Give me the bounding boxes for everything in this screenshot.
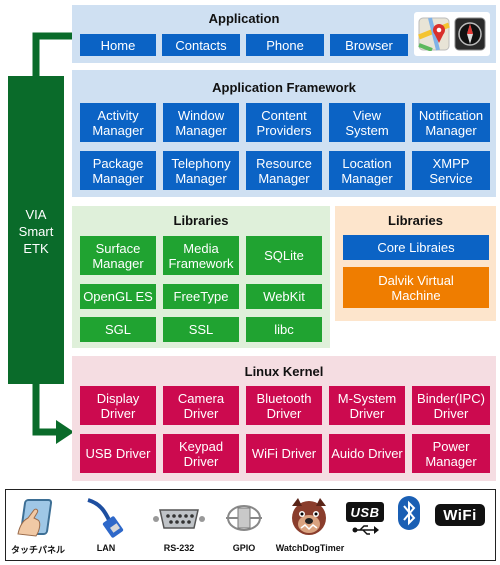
hw-label-gpio: GPIO bbox=[232, 543, 256, 553]
gpio-icon bbox=[226, 505, 262, 531]
etk-bottom-arrow bbox=[32, 380, 58, 436]
lib-surface-manager: Surface Manager bbox=[80, 236, 156, 275]
bluetooth-icon bbox=[398, 496, 420, 530]
fw-notification-manager: Notification Manager bbox=[412, 103, 490, 142]
usb-trident-icon bbox=[352, 525, 379, 535]
hw-label-watchdog: WatchDogTimer bbox=[275, 543, 345, 553]
k-audio-driver: Auido Driver bbox=[329, 434, 405, 473]
compass-icon bbox=[454, 17, 486, 51]
hw-label-touch: タッチパネル bbox=[10, 545, 65, 555]
lib-libc: libc bbox=[246, 317, 322, 342]
app-contacts: Contacts bbox=[162, 34, 240, 56]
app-phone: Phone bbox=[246, 34, 324, 56]
k-usb-driver: USB Driver bbox=[80, 434, 156, 473]
lib-freetype: FreeType bbox=[163, 284, 239, 309]
etk-label: VIA Smart ETK bbox=[18, 207, 54, 256]
k-binder-driver: Binder(IPC) Driver bbox=[412, 386, 490, 425]
libraries-title: Libraries bbox=[173, 213, 229, 228]
hw-label-rs232: RS-232 bbox=[163, 543, 195, 553]
rt-dalvik-vm: Dalvik Virtual Machine bbox=[343, 267, 489, 308]
etk-bar: VIA Smart ETK bbox=[8, 76, 64, 384]
lib-sgl: SGL bbox=[80, 317, 156, 342]
fw-telephony-manager: Telephony Manager bbox=[163, 151, 239, 190]
k-msystem-driver: M-System Driver bbox=[329, 386, 405, 425]
rt-core-libraries: Core Libraies bbox=[343, 235, 489, 260]
lib-webkit: WebKit bbox=[246, 284, 322, 309]
hw-label-lan: LAN bbox=[96, 543, 116, 553]
fw-content-providers: Content Providers bbox=[246, 103, 322, 142]
fw-package-manager: Package Manager bbox=[80, 151, 156, 190]
fw-view-system: View System bbox=[329, 103, 405, 142]
k-display-driver: Display Driver bbox=[80, 386, 156, 425]
kernel-title: Linux Kernel bbox=[244, 364, 324, 379]
lib-opengl-es: OpenGL ES bbox=[80, 284, 156, 309]
application-title: Application bbox=[208, 11, 280, 26]
fw-resource-manager: Resource Manager bbox=[246, 151, 322, 190]
lib-sqlite: SQLite bbox=[246, 236, 322, 275]
app-icons-panel bbox=[414, 12, 490, 56]
fw-activity-manager: Activity Manager bbox=[80, 103, 156, 142]
lan-cable-icon bbox=[87, 498, 124, 538]
hardware-strip: タッチパネル LAN RS-232 GPIO WatchDogTimer USB bbox=[5, 489, 496, 561]
lib-ssl: SSL bbox=[163, 317, 239, 342]
rs232-connector-icon bbox=[153, 509, 205, 529]
wifi-logo: WiFi bbox=[435, 504, 485, 526]
usb-logo-text: USB bbox=[350, 504, 380, 520]
k-wifi-driver: WiFi Driver bbox=[246, 434, 322, 473]
fw-window-manager: Window Manager bbox=[163, 103, 239, 142]
usb-logo: USB bbox=[346, 502, 384, 522]
watchdog-icon bbox=[292, 498, 326, 535]
fw-xmpp-service: XMPP Service bbox=[412, 151, 490, 190]
touch-panel-icon bbox=[17, 499, 53, 537]
etk-top-connector bbox=[32, 32, 72, 78]
runtime-title: Libraries bbox=[388, 213, 443, 228]
k-power-manager: Power Manager bbox=[412, 434, 490, 473]
k-keypad-driver: Keypad Driver bbox=[163, 434, 239, 473]
k-camera-driver: Camera Driver bbox=[163, 386, 239, 425]
k-bluetooth-driver: Bluetooth Driver bbox=[246, 386, 322, 425]
lib-media-framework: Media Framework bbox=[163, 236, 239, 275]
app-browser: Browser bbox=[330, 34, 408, 56]
etk-connector bbox=[32, 32, 74, 444]
arrow-head-icon bbox=[56, 420, 74, 444]
app-home: Home bbox=[80, 34, 156, 56]
wifi-logo-text: WiFi bbox=[443, 506, 477, 524]
maps-icon bbox=[418, 17, 450, 51]
framework-title: Application Framework bbox=[212, 80, 356, 95]
fw-location-manager: Location Manager bbox=[329, 151, 405, 190]
